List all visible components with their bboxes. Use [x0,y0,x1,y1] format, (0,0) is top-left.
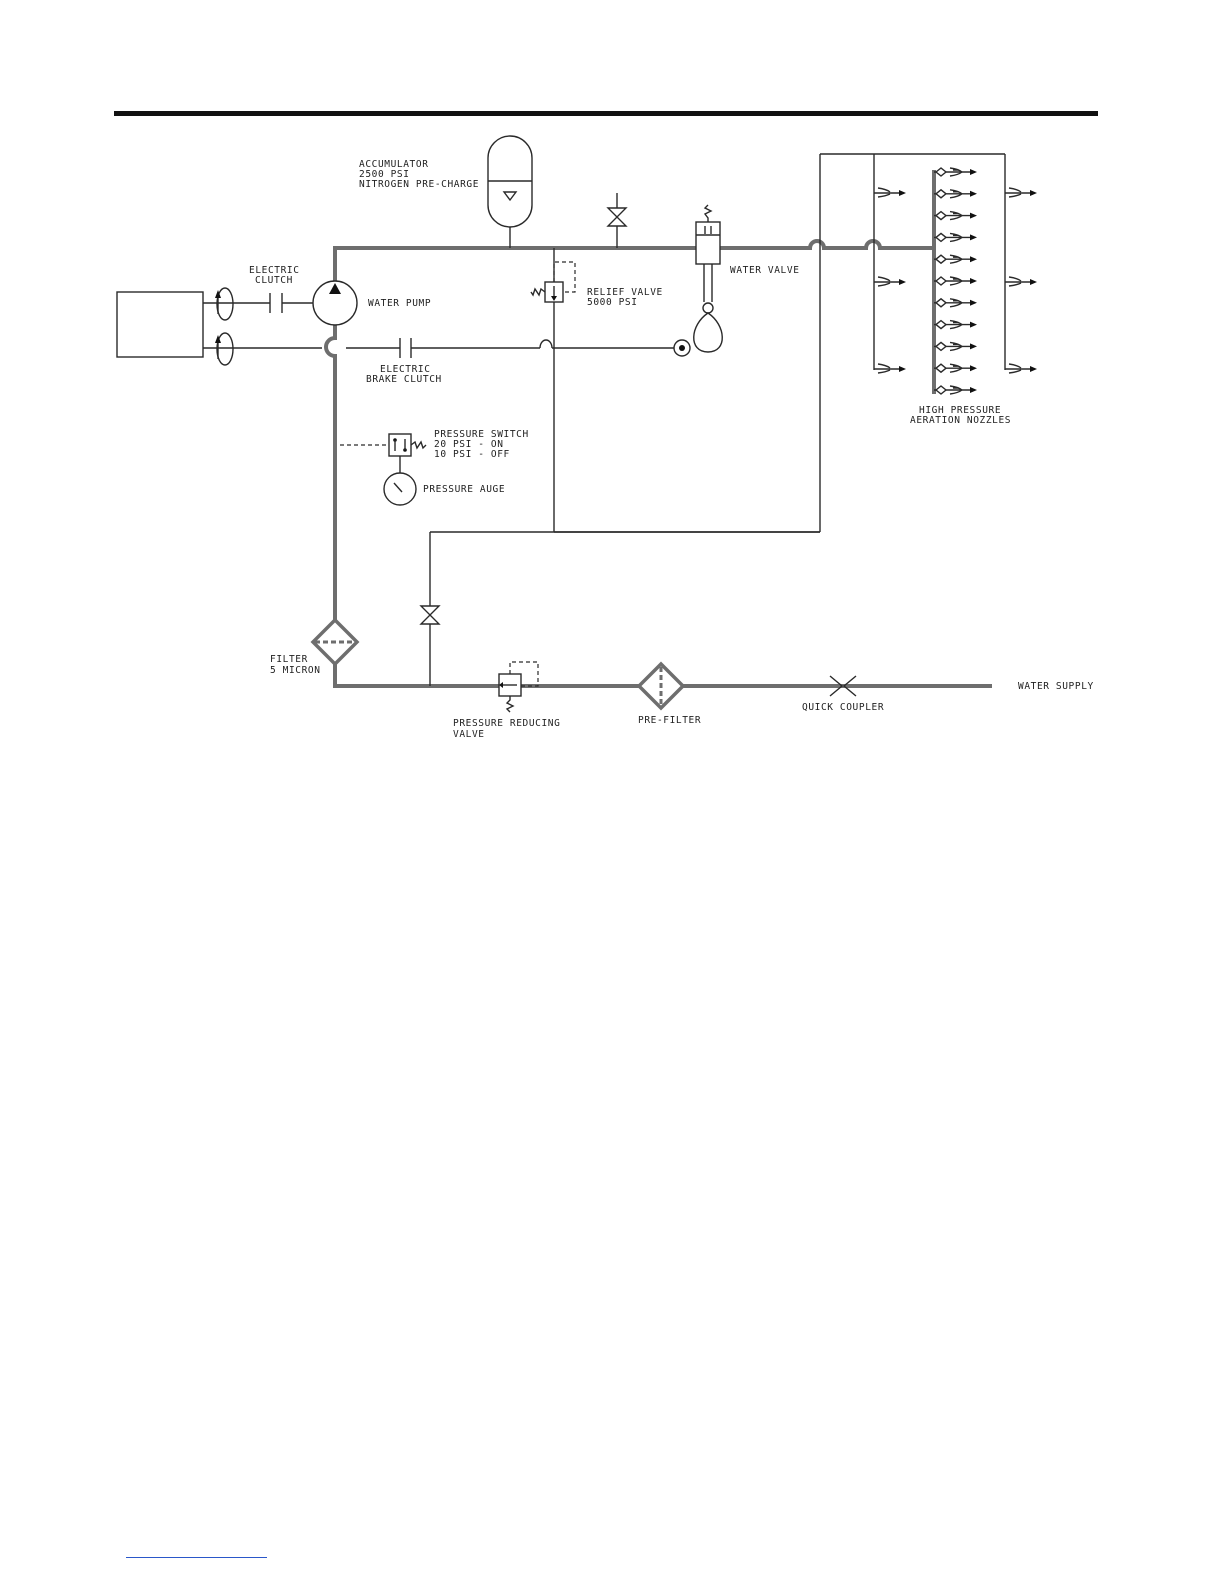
aeration-nozzle [934,168,977,176]
label-accumulator: ACCUMULATOR 2500 PSI NITROGEN PRE-CHARGE [359,159,479,190]
aeration-nozzle [934,364,977,372]
accumulator [488,136,532,248]
pre-filter [639,664,683,708]
outflow-arrow [1005,277,1037,286]
outflow-arrow [874,188,906,197]
aeration-nozzle [934,386,977,394]
relief-valve [531,262,575,302]
outflow-arrow [1005,364,1037,373]
aeration-nozzle [934,212,977,220]
label-pre-filter: PRE-FILTER [638,715,701,726]
engine-box [117,292,203,357]
label-water-valve: WATER VALVE [730,265,800,276]
label-relief-valve: RELIEF VALVE 5000 PSI [587,287,669,308]
water-pump [313,281,357,325]
label-water-pump: WATER PUMP [368,298,431,309]
label-reducing-valve: PRESSURE REDUCING VALVE [453,718,567,740]
aeration-nozzle [934,299,977,307]
filter-5-micron [313,620,357,664]
outflow-arrow [874,277,906,286]
label-quick-coupler: QUICK COUPLER [802,702,884,713]
header-rule [114,111,1098,116]
outflow-arrow [1005,188,1037,197]
footer-link-underline[interactable] [126,1557,267,1558]
electric-clutch [270,293,282,313]
label-filter: FILTER 5 MICRON [270,654,321,676]
label-aeration-nozzles: HIGH PRESSURE AERATION NOZZLES [910,405,1011,426]
label-pressure-switch: PRESSURE SWITCH 20 PSI - ON 10 PSI - OFF [434,429,535,460]
aeration-nozzle [934,190,977,198]
nozzle-manifold [874,168,1037,394]
pressure-switch [340,434,426,456]
shutoff-valve-bypass [421,606,439,624]
label-water-supply: WATER SUPPLY [1018,681,1094,692]
aeration-nozzle [934,233,977,241]
label-electric-clutch: ELECTRIC CLUTCH [249,265,306,286]
pressure-gauge [384,456,416,505]
label-brake-clutch: ELECTRIC BRAKE CLUTCH [366,364,442,385]
aeration-nozzle [934,277,977,285]
outflow-arrow [874,364,906,373]
aeration-nozzle [934,255,977,263]
water-valve [674,205,722,356]
label-pressure-gauge: PRESSURE AUGE [423,484,505,495]
aeration-nozzle [934,342,977,350]
shutoff-valve-top [608,193,626,248]
electric-brake-clutch [400,338,411,358]
aeration-nozzle [934,321,977,329]
